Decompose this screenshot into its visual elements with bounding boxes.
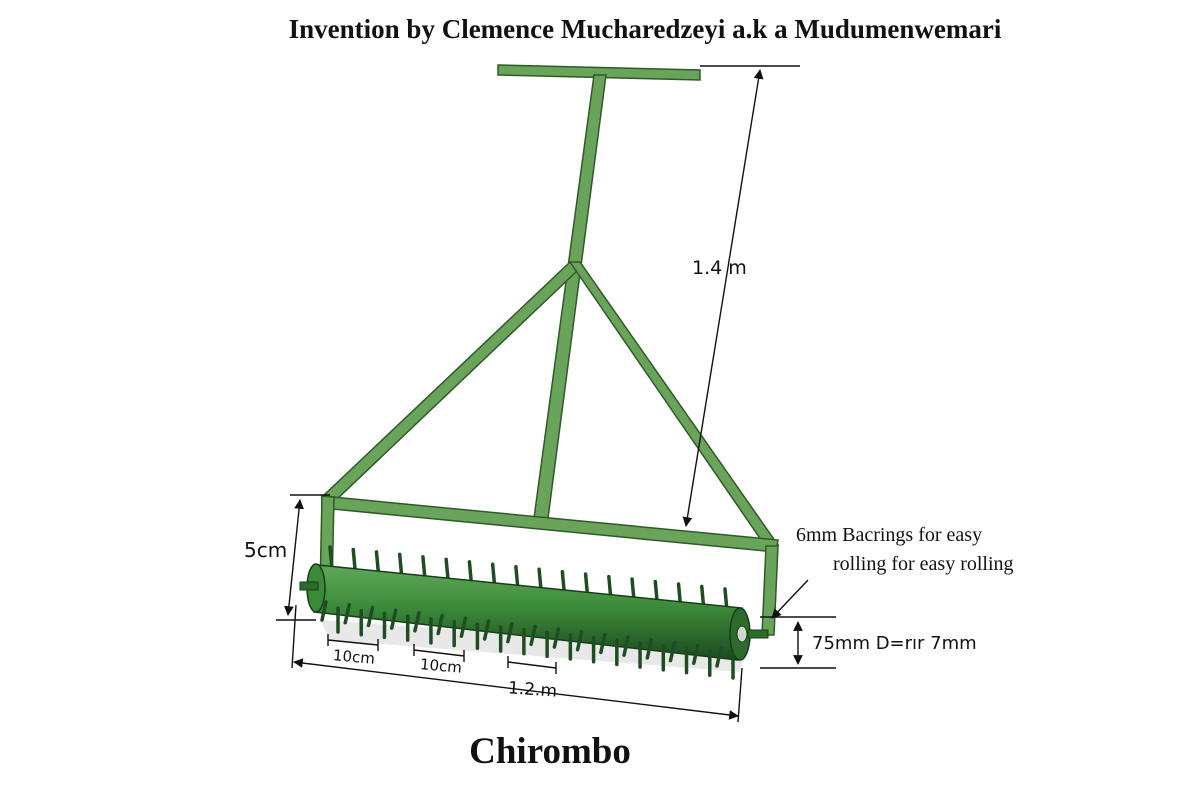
- diagram-title: Invention by Clemence Mucharedzeyi a.k a…: [288, 14, 1002, 44]
- bearing-annotation-line1: 6mm Bacrings for easy: [796, 524, 983, 546]
- spike: [366, 605, 375, 628]
- spike: [374, 550, 381, 576]
- spike: [575, 630, 584, 652]
- spike: [599, 632, 607, 655]
- spike: [413, 611, 421, 633]
- invention-name: Chirombo: [469, 731, 631, 772]
- spike: [389, 608, 398, 630]
- spike: [459, 616, 468, 638]
- spike: [622, 635, 630, 657]
- spike-spacing-label-2: 10cm: [419, 655, 463, 677]
- spike: [343, 602, 351, 625]
- spike: [552, 627, 561, 649]
- spike: [668, 640, 677, 663]
- handle-height-label: 1.4 m: [692, 257, 747, 279]
- dimension-lines: [276, 65, 836, 723]
- spike: [328, 545, 334, 571]
- spike: [529, 624, 537, 647]
- spike: [482, 619, 491, 641]
- spike: [351, 547, 357, 574]
- frame-height-label: 5cm: [244, 538, 288, 562]
- roller-diameter-label: 75mm D=rır 7mm: [812, 633, 977, 654]
- spike: [436, 613, 444, 636]
- spike: [645, 638, 654, 660]
- title-wrap: Invention by Clemence Mucharedzeyi a.k a…: [0, 14, 1200, 45]
- bearing-annotation-line2: rolling for easy rolling: [833, 553, 1014, 575]
- spike: [506, 621, 514, 644]
- spike-spacing-label-1: 10cm: [332, 646, 376, 668]
- spike: [320, 600, 328, 622]
- roller-width-label: 1.2.m: [507, 678, 558, 702]
